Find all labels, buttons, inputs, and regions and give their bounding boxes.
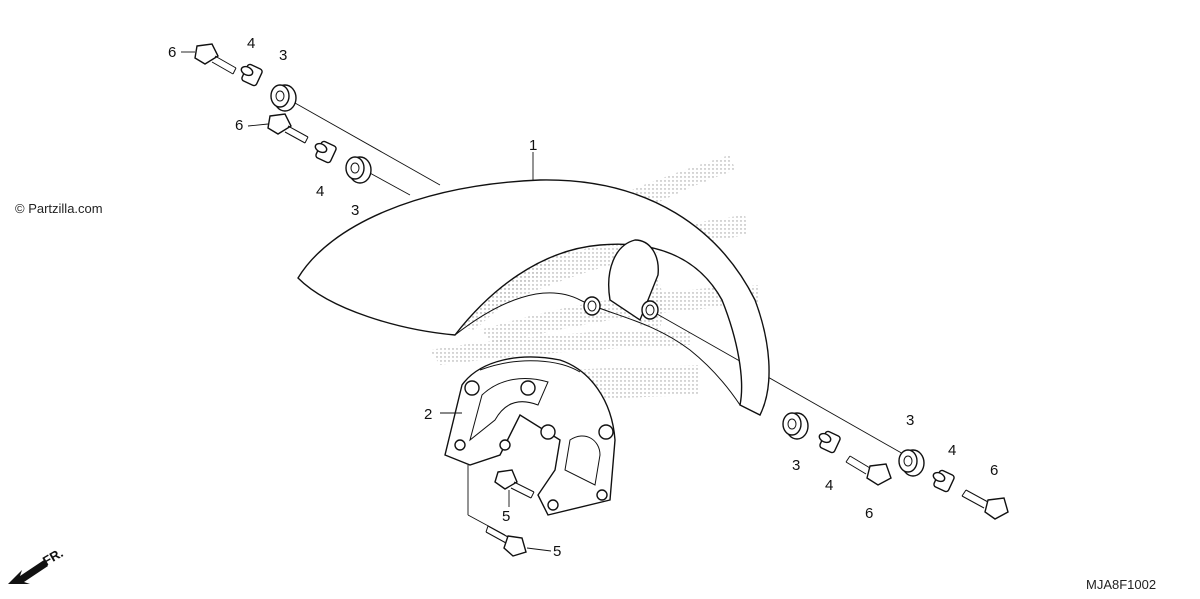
- callout-6: 6: [865, 505, 873, 522]
- fender-mount-bracket: [440, 356, 616, 516]
- collar-upper-1: [240, 63, 263, 87]
- callout-1: 1: [529, 137, 537, 154]
- small-bolt-1: [494, 469, 535, 499]
- callout-3: 3: [351, 202, 359, 219]
- copyright-watermark: © Partzilla.com: [15, 201, 103, 216]
- front-fender: [297, 152, 770, 416]
- front-direction-indicator: FR.: [8, 545, 66, 584]
- callout-3: 3: [792, 457, 800, 474]
- flange-bolt-lower-2: [961, 489, 1009, 520]
- callout-4: 4: [247, 35, 255, 52]
- flange-bolt-lower-1: [845, 455, 892, 486]
- callout-6: 6: [990, 462, 998, 479]
- callout-6: 6: [168, 44, 176, 61]
- callout-6: 6: [235, 117, 243, 134]
- callout-3: 3: [279, 47, 287, 64]
- callout-4: 4: [825, 477, 833, 494]
- grommet-lower-2: [898, 449, 925, 477]
- collar-lower-1: [818, 430, 841, 454]
- callout-5: 5: [553, 543, 561, 560]
- callout-2: 2: [424, 406, 432, 423]
- collar-lower-2: [932, 469, 955, 493]
- small-bolt-2: [485, 525, 527, 557]
- callout-4: 4: [948, 442, 956, 459]
- callout-3: 3: [906, 412, 914, 429]
- grommet-upper-1: [270, 84, 297, 112]
- collar-upper-2: [314, 140, 337, 164]
- callout-5: 5: [502, 508, 510, 525]
- callout-labels: 1 2 3 3 3 3 4 4 4 4 5 5 6 6 6 6: [168, 35, 998, 560]
- diagram-code: MJA8F1002: [1086, 577, 1156, 592]
- flange-bolt-upper-2: [267, 113, 309, 144]
- grommet-lower-1: [782, 412, 809, 440]
- arrow-left-down-icon: [8, 560, 48, 584]
- flange-bolt-upper-1: [194, 43, 237, 75]
- callout-4: 4: [316, 183, 324, 200]
- grommet-upper-2: [345, 156, 372, 184]
